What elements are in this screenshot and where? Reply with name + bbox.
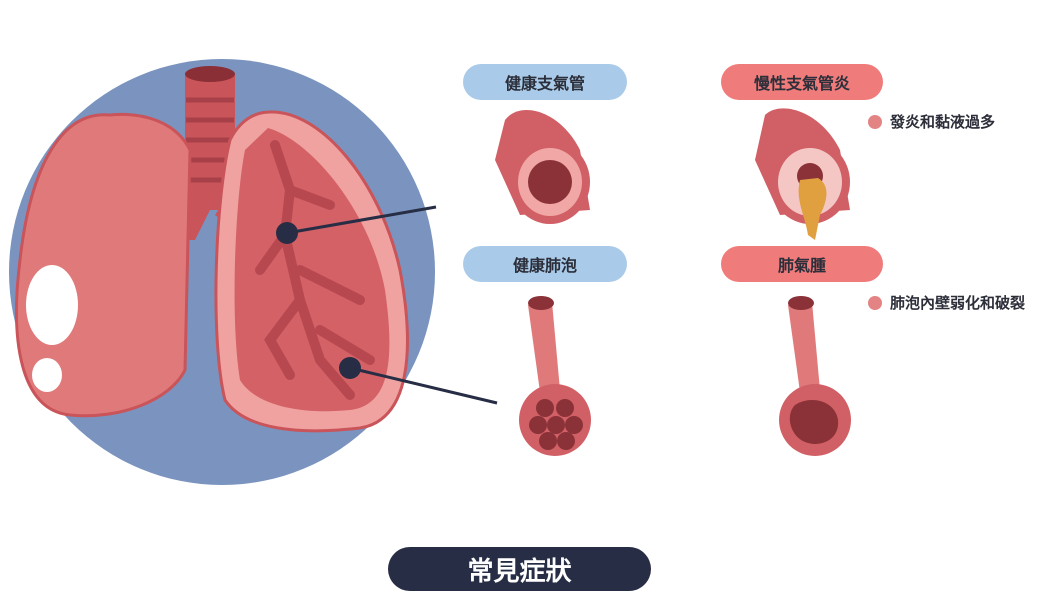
emphysema-alveoli-icon (779, 296, 851, 456)
healthy-bronchus-label: 健康支氣管 (463, 64, 627, 100)
bronchial-tree (255, 140, 375, 400)
emphysema-note-text: 肺泡內壁弱化和破裂 (890, 294, 1026, 312)
bronchitis-note-text: 發炎和黏液過多 (890, 113, 996, 131)
bronchus-marker (276, 222, 298, 244)
emphysema-label: 肺氣腫 (721, 246, 883, 282)
bronchitis-note: 發炎和黏液過多 (868, 111, 995, 132)
healthy-alveoli-label: 健康肺泡 (463, 246, 627, 282)
healthy-alveoli-icon (519, 296, 591, 456)
common-symptoms-banner: 常見症狀 (388, 547, 651, 591)
inflamed-bronchus-icon (755, 108, 850, 240)
bullet-dot (868, 114, 882, 129)
alveoli-marker (339, 357, 361, 379)
chronic-bronchitis-label: 慢性支氣管炎 (721, 64, 883, 100)
bullet-dot (868, 295, 882, 310)
healthy-bronchus-icon (495, 110, 590, 224)
emphysema-note: 肺泡內壁弱化和破裂 (868, 292, 1025, 313)
